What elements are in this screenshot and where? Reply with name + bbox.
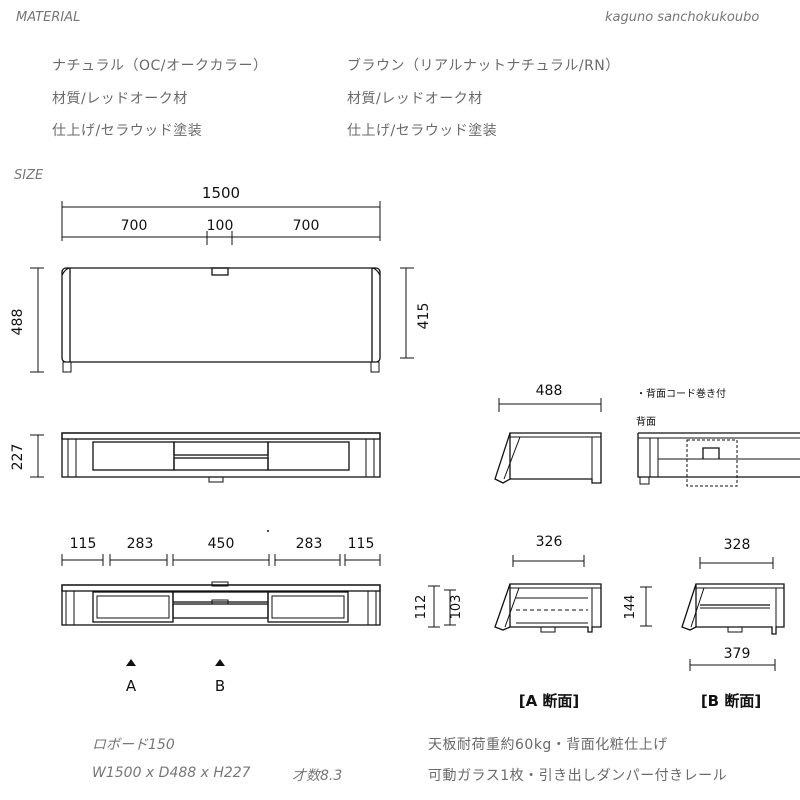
product-name: ロボード150 (92, 737, 175, 753)
material-heading: MATERIAL (16, 10, 81, 25)
dim-f2: 283 (127, 536, 154, 552)
dim-b-h: 144 (623, 595, 638, 620)
product-size: W1500 x D488 x H227 (92, 765, 251, 781)
front-view: 227 (10, 432, 381, 483)
section-markers: A B (126, 659, 225, 695)
dim-height: 227 (10, 444, 26, 471)
dim-total-width: 1500 (202, 184, 240, 202)
dim-mid-width: 100 (207, 218, 234, 234)
material-brown-finish: 仕上げ/セラウッド塗装 (347, 123, 498, 139)
dim-depth: 488 (10, 309, 26, 336)
dim-f1: 115 (70, 536, 97, 552)
material-brown-wood: 材質/レッドオーク材 (347, 91, 483, 107)
dim-inner-depth: 415 (416, 303, 432, 330)
marker-b: B (215, 677, 225, 695)
top-view (61, 267, 381, 373)
front-open-view (61, 581, 381, 626)
material-natural-color: ナチュラル（OC/オークカラー） (52, 58, 268, 74)
back-cord-note: ・背面コード巻き付 (636, 387, 726, 400)
dim-side-depth: 488 (536, 383, 563, 399)
back-view: ・背面コード巻き付 背面 (636, 387, 800, 487)
section-b-caption: [B 断面] (701, 692, 761, 710)
dim-right-width: 700 (293, 218, 320, 234)
brand-name: kaguno sanchokukoubo (605, 10, 760, 25)
marker-a: A (126, 677, 137, 695)
product-sun: 才数8.3 (292, 768, 343, 784)
dim-f3: 450 (208, 536, 235, 552)
dim-a-inner: 326 (536, 534, 563, 550)
spec-glass: 可動ガラス1枚・引き出しダンパー付きレール (428, 768, 728, 784)
material-natural-finish: 仕上げ/セラウッド塗装 (52, 123, 203, 139)
top-view-dimensions: 1500 700 100 700 488 415 (10, 184, 432, 373)
dim-f5: 115 (348, 536, 375, 552)
dim-a-h1: 112 (414, 595, 429, 620)
material-natural-wood: 材質/レッドオーク材 (52, 91, 188, 107)
dim-f4: 283 (296, 536, 323, 552)
section-a: 326 112 103 [A 断面] (414, 534, 602, 710)
material-brown-color: ブラウン（リアルナットナチュラル/RN） (347, 58, 620, 74)
section-a-caption: [A 断面] (519, 692, 580, 710)
front-open-dimensions: 115 283 450 283 115 (61, 530, 381, 566)
dim-b-bottom: 379 (724, 646, 751, 662)
side-view: 488 (494, 383, 602, 484)
spec-load: 天板耐荷重約60kg・背面化粧仕上げ (428, 737, 668, 753)
section-b: 328 144 379 [B 断面] (623, 537, 785, 710)
dim-left-width: 700 (121, 218, 148, 234)
back-label: 背面 (636, 415, 656, 428)
size-heading: SIZE (14, 168, 44, 183)
dim-a-h2: 103 (449, 595, 464, 620)
dim-b-inner: 328 (724, 537, 751, 553)
